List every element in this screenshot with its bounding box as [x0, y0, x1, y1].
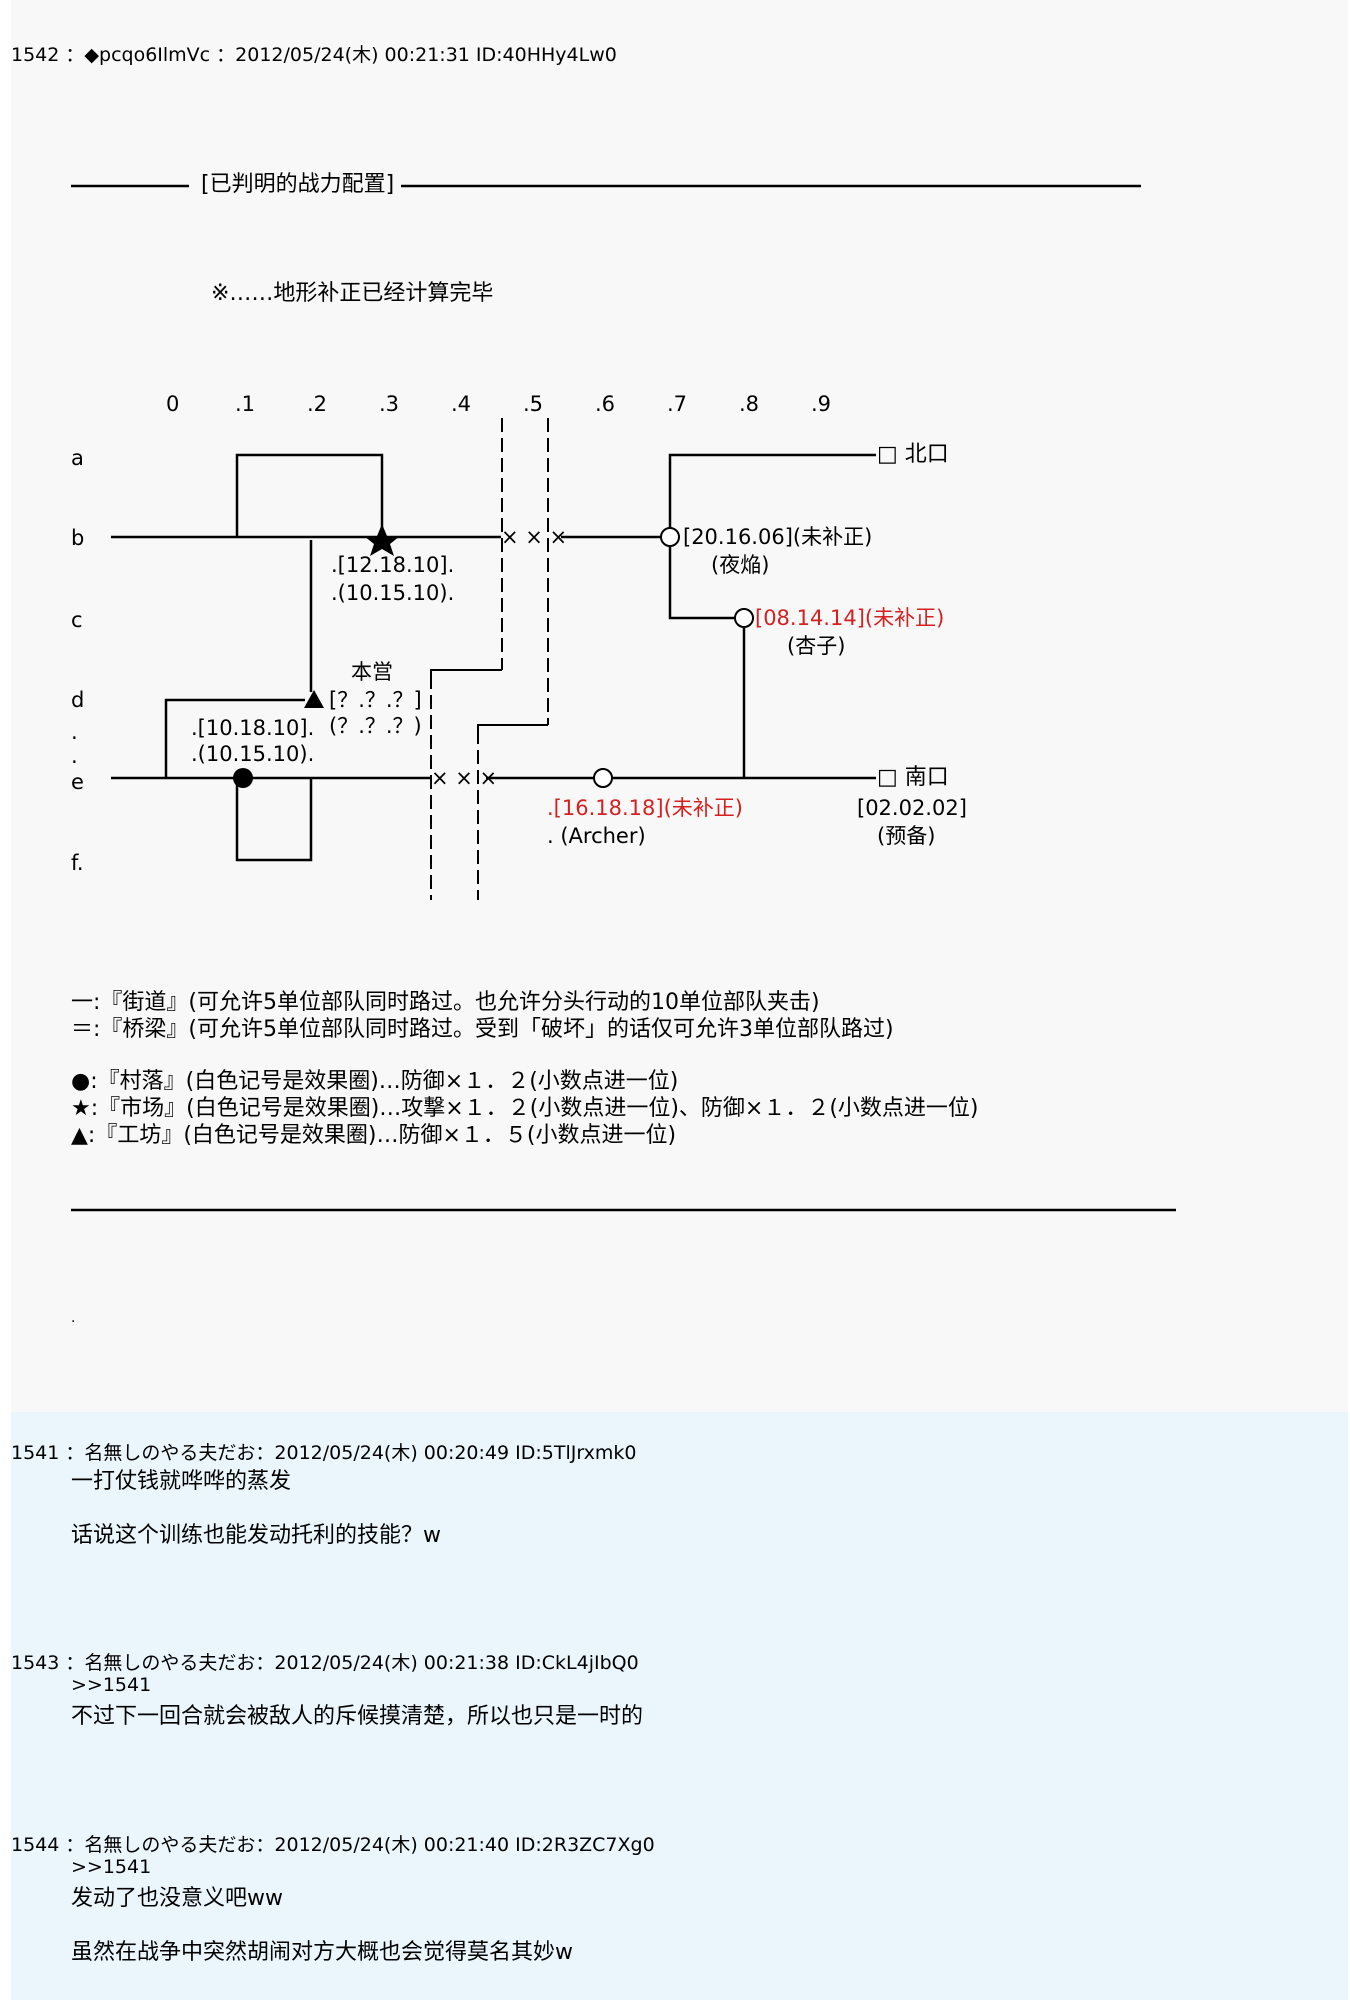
trailing-dot: . [71, 1310, 76, 1326]
terrain-note: ※……地形补正已经计算完毕 [211, 281, 494, 306]
column-label: .5 [523, 392, 544, 416]
reply-header: 1543 ：名無しのやる夫だお：2012/05/24(木) 00:21:38 I… [11, 1652, 639, 1674]
south-gate: □ 南口 [877, 765, 949, 790]
hq-stats: [？.？.？] [329, 688, 422, 712]
replies-section: 1541 ：名無しのやる夫だお：2012/05/24(木) 00:20:49 I… [11, 1412, 1348, 2000]
archer-name: . (Archer) [547, 824, 646, 848]
row-label: . [71, 720, 78, 744]
column-label: .1 [235, 392, 256, 416]
yahomura-marker [660, 527, 680, 547]
reply-line: 虽然在战争中突然胡闹对方大概也会觉得莫名其妙w [71, 1940, 573, 1965]
village-stats-base: .(10.15.10). [191, 742, 315, 766]
reply-line: 不过下一回合就会被敌人的斥候摸清楚，所以也只是一时的 [71, 1704, 644, 1729]
legend-road: 一:『街道』(可允许5单位部队同时路过。也允许分头行动的10单位部队夹击) [71, 990, 820, 1015]
section-title: [已判明的战力配置] [201, 172, 395, 197]
bridge-mark-south: × × × [431, 766, 498, 790]
row-label: a [71, 446, 84, 470]
legend-workshop: ▲:『工坊』(白色记号是效果圈)…防御×１．５(小数点进一位) [71, 1123, 677, 1148]
row-label: d [71, 688, 85, 712]
archer-marker [593, 768, 613, 788]
market-stats: .[12.18.10]. [331, 553, 455, 577]
column-label: .6 [595, 392, 616, 416]
post-header: 1542 ：◆pcqo6IlmVc ：2012/05/24(木) 00:21:3… [11, 44, 617, 66]
bridge-mark-north: × × × [501, 525, 568, 549]
reserve-name: (预备) [877, 824, 936, 848]
row-label: . [71, 744, 78, 768]
village-stats: .[10.18.10]. [191, 716, 315, 740]
row-label: f. [71, 851, 84, 875]
yahomura-name: (夜焔) [711, 553, 770, 577]
hq-label: 本営 [351, 660, 393, 684]
column-label: .3 [379, 392, 400, 416]
battle-map [71, 184, 1176, 1212]
column-label: .2 [307, 392, 328, 416]
north-gate: □ 北口 [877, 442, 949, 467]
column-label: .9 [811, 392, 832, 416]
workshop-marker [304, 690, 324, 708]
column-label: 0 [166, 392, 180, 416]
column-label: .8 [739, 392, 760, 416]
kyoko-stats: [08.14.14](未补正) [755, 606, 945, 630]
archer-stats: .[16.18.18](未补正) [547, 796, 743, 820]
kyoko-marker [734, 608, 754, 628]
row-label: e [71, 770, 84, 794]
reply-anchor-link[interactable]: >>1541 [71, 1856, 152, 1878]
reply-header: 1544 ：名無しのやる夫だお：2012/05/24(木) 00:21:40 I… [11, 1834, 655, 1856]
reply-line: 一打仗钱就哗哗的蒸发 [71, 1469, 292, 1494]
row-label: b [71, 526, 85, 550]
market-marker [364, 524, 400, 556]
reply-anchor-link[interactable]: >>1541 [71, 1674, 152, 1696]
village-marker [233, 768, 253, 788]
row-label: c [71, 608, 83, 632]
legend-village: ●:『村落』(白色记号是效果圈)…防御×１．２(小数点进一位) [71, 1069, 679, 1094]
market-stats-base: .(10.15.10). [331, 581, 455, 605]
reply-header: 1541 ：名無しのやる夫だお：2012/05/24(木) 00:20:49 I… [11, 1442, 637, 1464]
yahomura-stats: [20.16.06](未补正) [683, 525, 873, 549]
column-label: .7 [667, 392, 688, 416]
legend-bridge: ＝:『桥梁』(可允许5单位部队同时路过。受到「破坏」的话仅可允许3单位部队路过) [71, 1017, 894, 1042]
column-label: .4 [451, 392, 472, 416]
main-post: 1542 ：◆pcqo6IlmVc ：2012/05/24(木) 00:21:3… [11, 0, 1348, 1412]
legend-market: ★:『市场』(白色记号是效果圈)…攻撃×１．２(小数点进一位)、防御×１．２(小… [71, 1096, 979, 1121]
reply-line: 话说这个训练也能发动托利的技能？w [71, 1523, 441, 1548]
reply-line: 发动了也没意义吧ww [71, 1886, 283, 1911]
kyoko-name: (杏子) [787, 634, 846, 658]
reserve-stats: [02.02.02] [857, 796, 967, 820]
hq-stats-base: (？.？.？) [329, 714, 422, 738]
